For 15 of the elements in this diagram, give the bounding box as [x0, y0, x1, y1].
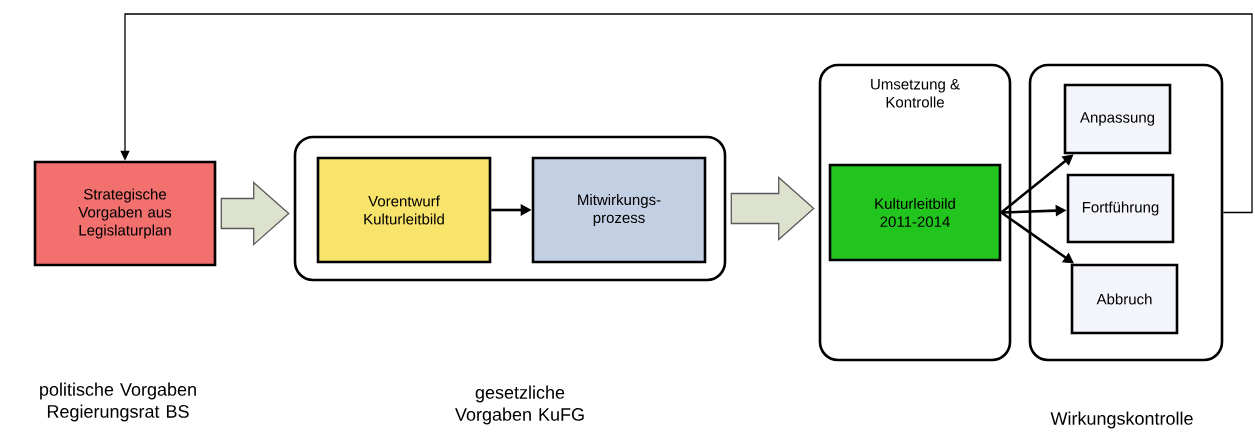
process-box: Anpassung: [1063, 83, 1172, 155]
column-caption: gesetzliche Vorgaben KuFG: [455, 385, 584, 425]
group-box: [1028, 63, 1224, 362]
process-box: Strategische Vorgaben aus Legislaturplan: [33, 160, 217, 267]
block-arrow: [220, 181, 290, 246]
column-caption: Wirkungskontrolle: [1050, 411, 1193, 429]
process-box: Fortführung: [1066, 173, 1175, 244]
process-box: Kulturleitbild 2011-2014: [828, 163, 1002, 262]
process-box: Mitwirkungs- prozess: [531, 156, 707, 264]
feedback-arrow: [120, 13, 1253, 214]
column-caption: politische Vorgaben Regierungsrat BS: [40, 382, 196, 422]
process-box: Abbruch: [1070, 263, 1179, 335]
group-box: [293, 135, 727, 282]
process-box: Vorentwurf Kulturleitbild: [316, 156, 492, 264]
block-arrow: [730, 176, 815, 241]
